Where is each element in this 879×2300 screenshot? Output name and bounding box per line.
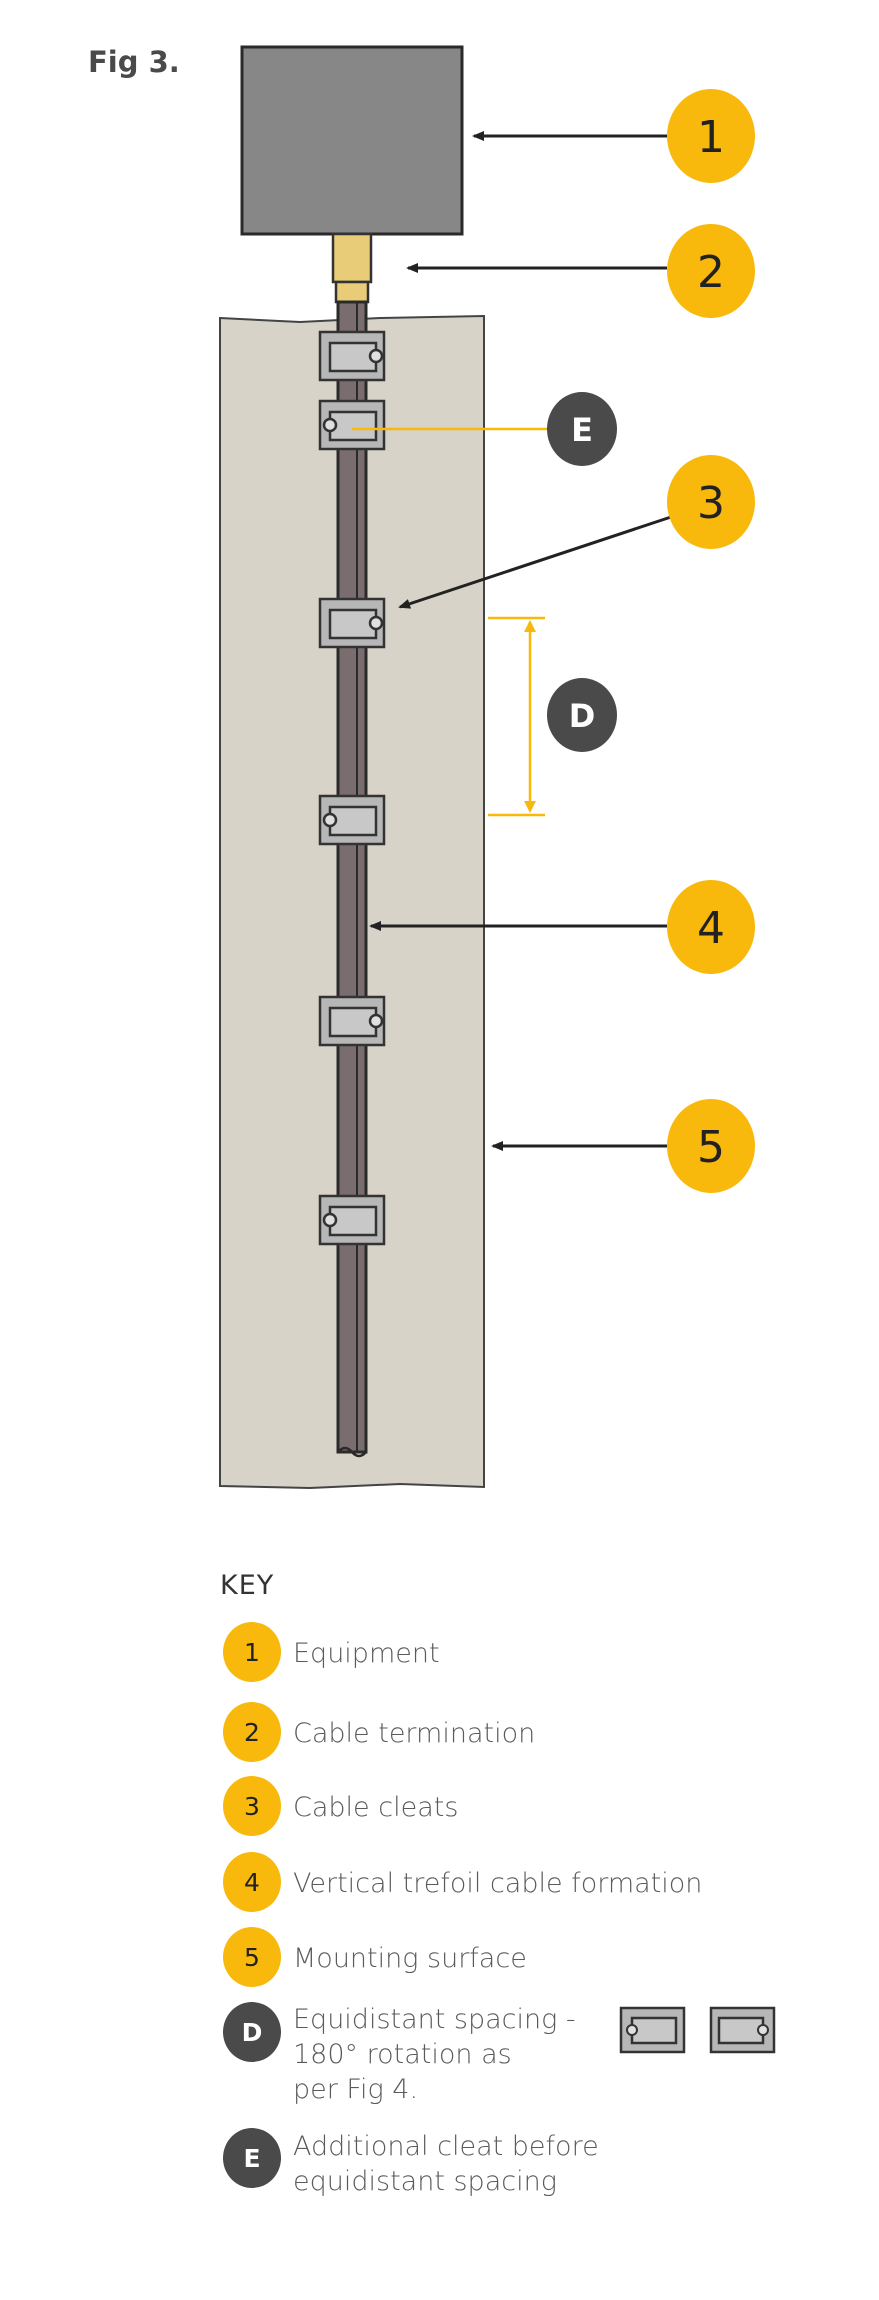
svg-text:1: 1 (697, 112, 725, 163)
svg-text:4: 4 (244, 1868, 260, 1897)
svg-text:E: E (243, 2144, 260, 2173)
svg-text:1: 1 (244, 1638, 260, 1667)
svg-text:Additional cleat before: Additional cleat before (293, 2131, 599, 2162)
key-item-cable-termination: 2 Cable termination (223, 1702, 535, 1762)
svg-text:E: E (571, 411, 593, 449)
callout-4: 4 (667, 880, 755, 974)
key-item-equipment: 1 Equipment (223, 1622, 440, 1682)
svg-text:180° rotation as: 180° rotation as (293, 2039, 512, 2070)
key-title: KEY (220, 1570, 274, 1601)
cleat-orientation-left-icon (619, 2006, 686, 2054)
cable-cleat (318, 597, 386, 649)
svg-text:Mounting surface: Mounting surface (293, 1943, 527, 1974)
svg-text:Vertical trefoil cable formati: Vertical trefoil cable formation (293, 1868, 702, 1899)
svg-text:per Fig 4.: per Fig 4. (293, 2074, 418, 2105)
cable-cleat (318, 1194, 386, 1246)
callout-d: D (547, 678, 617, 752)
svg-text:equidistant spacing: equidistant spacing (293, 2166, 557, 2197)
callout-5: 5 (667, 1099, 755, 1193)
svg-text:4: 4 (697, 903, 725, 954)
callout-2: 2 (667, 224, 755, 318)
svg-text:3: 3 (697, 478, 725, 529)
cable-cleat (318, 995, 386, 1047)
svg-text:Equidistant spacing -: Equidistant spacing - (293, 2004, 576, 2035)
cable-cleat (318, 794, 386, 846)
key-item-trefoil-cable: 4 Vertical trefoil cable formation (223, 1852, 702, 1912)
arrow-3 (398, 514, 675, 609)
svg-text:5: 5 (697, 1122, 725, 1173)
key-item-d: D Equidistant spacing - 180° rotation as… (223, 2002, 576, 2105)
key-item-mounting-surface: 5 Mounting surface (223, 1927, 527, 1987)
svg-text:D: D (242, 2018, 263, 2047)
cable-cleat-additional (318, 399, 386, 451)
callout-1: 1 (667, 89, 755, 183)
svg-text:5: 5 (244, 1943, 260, 1972)
svg-text:Cable cleats: Cable cleats (293, 1792, 458, 1823)
svg-text:D: D (569, 697, 596, 735)
svg-text:3: 3 (244, 1792, 260, 1821)
cleat-orientation-right-icon (709, 2006, 776, 2054)
dimension-d (488, 616, 545, 817)
svg-text:Cable termination: Cable termination (293, 1718, 535, 1749)
cable-termination (331, 232, 373, 304)
key-item-e: E Additional cleat before equidistant sp… (223, 2128, 599, 2197)
callout-3: 3 (667, 455, 755, 549)
callout-e: E (547, 392, 617, 466)
figure-title: Fig 3. (88, 45, 180, 79)
key-item-cable-cleats: 3 Cable cleats (223, 1776, 458, 1836)
cable-cleat (318, 330, 386, 382)
trefoil-cable (336, 300, 368, 1458)
svg-text:Equipment: Equipment (293, 1638, 440, 1669)
svg-text:2: 2 (697, 247, 725, 298)
svg-text:2: 2 (244, 1718, 260, 1747)
equipment-box (240, 45, 464, 236)
